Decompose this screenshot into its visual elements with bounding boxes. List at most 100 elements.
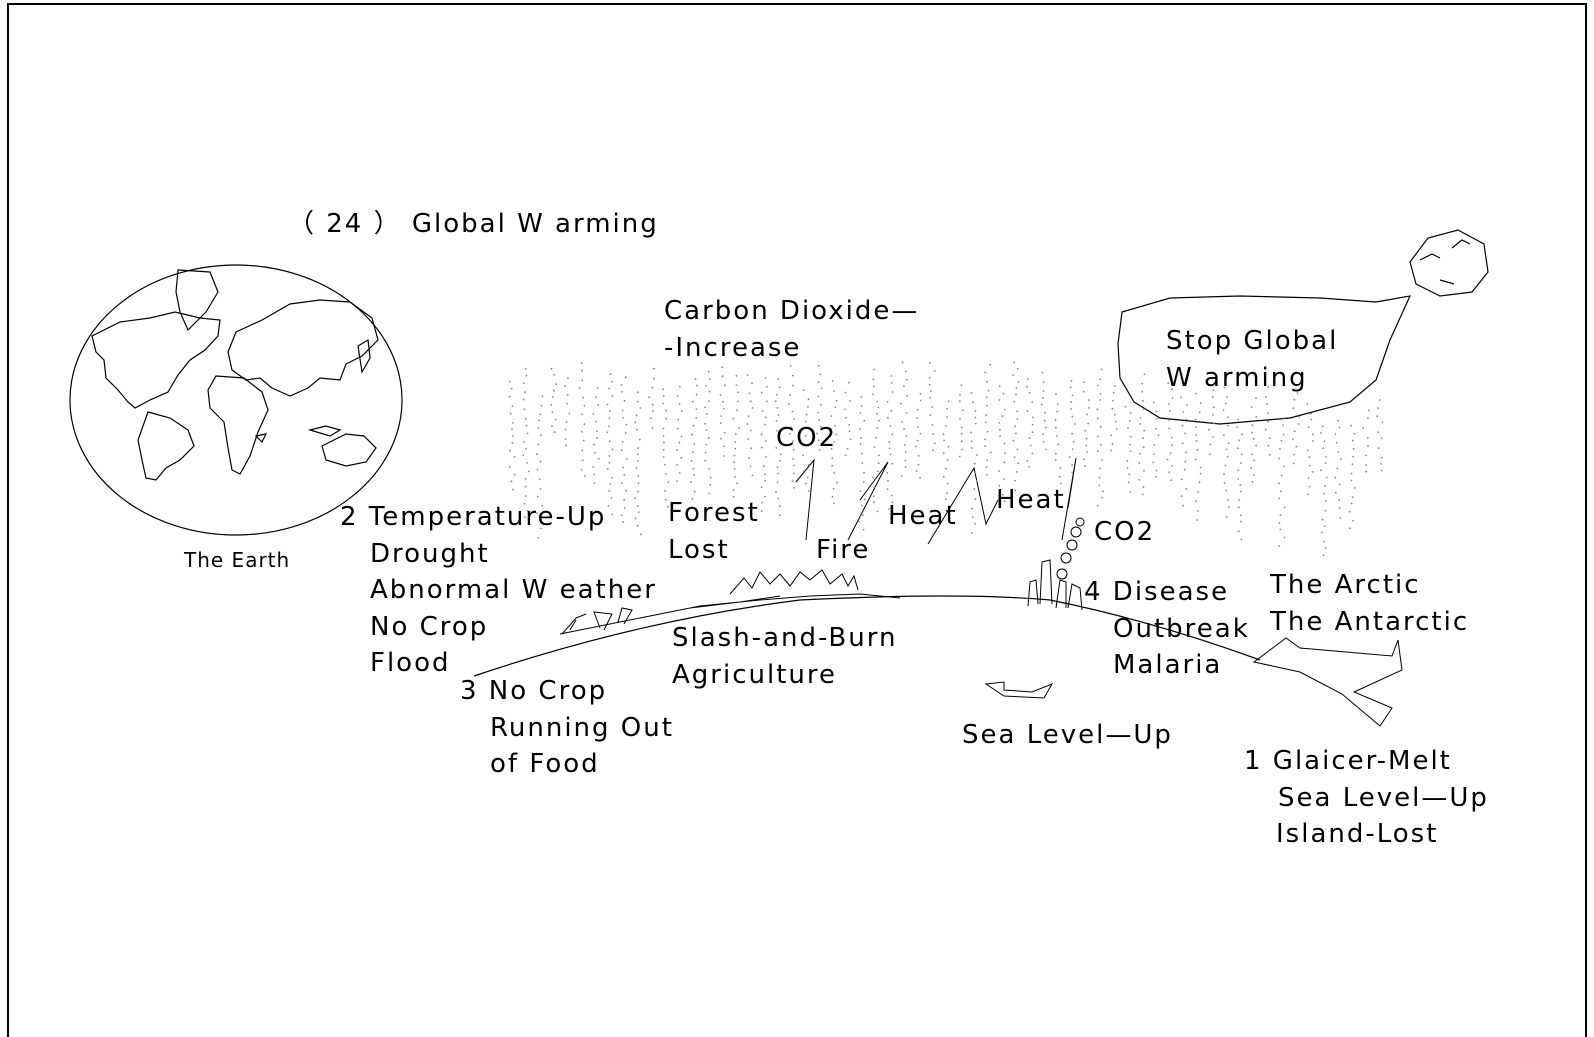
haze-dot bbox=[1352, 519, 1354, 522]
haze-dot bbox=[1012, 374, 1015, 376]
haze-dot bbox=[1240, 514, 1242, 517]
haze-dot bbox=[1129, 443, 1131, 446]
haze-dot bbox=[540, 434, 542, 437]
haze-dot bbox=[974, 522, 977, 525]
haze-dot bbox=[777, 497, 779, 500]
haze-dot bbox=[1139, 423, 1141, 425]
haze-dot bbox=[664, 473, 667, 475]
haze-dot bbox=[961, 448, 964, 451]
haze-dot bbox=[903, 444, 906, 446]
haze-dot bbox=[1032, 416, 1034, 419]
haze-dot bbox=[581, 459, 584, 462]
haze-dot bbox=[620, 390, 623, 393]
forest-lost-line: Forest bbox=[668, 498, 760, 528]
haze-dot bbox=[648, 396, 650, 399]
haze-dot bbox=[1099, 378, 1102, 381]
haze-dot bbox=[693, 474, 695, 476]
haze-dot bbox=[1292, 462, 1295, 465]
haze-dot bbox=[848, 381, 850, 384]
haze-dot bbox=[541, 505, 544, 507]
haze-dot bbox=[709, 378, 711, 381]
haze-dot bbox=[887, 479, 889, 482]
haze-dot bbox=[620, 384, 623, 386]
haze-dot bbox=[551, 425, 553, 427]
haze-dot bbox=[1003, 461, 1006, 464]
haze-dot bbox=[664, 498, 667, 501]
haze-dot bbox=[1352, 447, 1355, 450]
haze-dot bbox=[1129, 450, 1132, 453]
haze-dot bbox=[1016, 367, 1019, 370]
haze-dot bbox=[1098, 484, 1101, 487]
haze-dot bbox=[1298, 415, 1300, 418]
haze-dot bbox=[1101, 459, 1103, 461]
haze-dot bbox=[1142, 399, 1144, 402]
haze-dot bbox=[860, 396, 863, 398]
heat-label-2: Heat bbox=[996, 485, 1066, 515]
haze-dot bbox=[537, 537, 540, 539]
haze-dot bbox=[1100, 443, 1102, 446]
haze-dot bbox=[942, 433, 945, 435]
haze-dot bbox=[1155, 475, 1157, 478]
haze-dot bbox=[1127, 427, 1129, 430]
haze-dot bbox=[917, 426, 919, 428]
haze-dot bbox=[748, 456, 750, 459]
haze-dot bbox=[1308, 456, 1311, 459]
haze-dot bbox=[1002, 392, 1005, 395]
haze-dot bbox=[592, 466, 595, 468]
haze-dot bbox=[1240, 462, 1242, 464]
haze-dot bbox=[1227, 506, 1230, 509]
haze-dot bbox=[764, 495, 766, 498]
haze-dot bbox=[583, 404, 586, 407]
haze-dot bbox=[523, 502, 526, 505]
haze-dot bbox=[1031, 452, 1034, 455]
haze-dot bbox=[1197, 510, 1199, 512]
haze-dot bbox=[1351, 496, 1354, 498]
haze-dot bbox=[960, 384, 963, 386]
haze-dot bbox=[566, 393, 569, 396]
haze-dot bbox=[609, 373, 612, 376]
haze-dot bbox=[1044, 426, 1047, 429]
haze-dot bbox=[665, 417, 668, 420]
haze-dot bbox=[1170, 436, 1173, 439]
haze-dot bbox=[1184, 432, 1186, 435]
haze-dot bbox=[678, 441, 681, 444]
haze-dot bbox=[1195, 440, 1198, 442]
haze-dot bbox=[764, 456, 767, 458]
haze-dot bbox=[891, 433, 894, 436]
haze-dot bbox=[1353, 432, 1356, 435]
haze-dot bbox=[1156, 418, 1159, 420]
haze-dot bbox=[1180, 396, 1182, 399]
haze-dot bbox=[1099, 425, 1102, 428]
haze-dot bbox=[1056, 410, 1059, 413]
haze-dot bbox=[1003, 500, 1006, 503]
haze-dot bbox=[1142, 486, 1145, 488]
haze-dot bbox=[1183, 468, 1186, 471]
haze-dot bbox=[738, 426, 740, 429]
haze-dot bbox=[833, 441, 835, 443]
haze-dot bbox=[1054, 459, 1057, 462]
haze-dot bbox=[1138, 479, 1141, 481]
haze-dot bbox=[1223, 434, 1225, 437]
haze-dot bbox=[620, 514, 623, 517]
haze-dot bbox=[831, 495, 834, 498]
haze-dot bbox=[704, 384, 707, 387]
haze-dot bbox=[805, 413, 808, 416]
haze-dot bbox=[1074, 423, 1076, 425]
co2-top-label: CO2 bbox=[776, 423, 838, 453]
haze-dot bbox=[651, 409, 654, 412]
haze-dot bbox=[1251, 453, 1253, 456]
haze-dot bbox=[527, 470, 530, 473]
haze-dot bbox=[778, 386, 781, 389]
haze-dot bbox=[1185, 488, 1187, 490]
haze-dot bbox=[819, 425, 822, 428]
haze-dot bbox=[620, 449, 623, 452]
diagram-title: （ 24 ） Global W arming bbox=[288, 209, 659, 239]
haze-dot bbox=[1087, 422, 1090, 425]
haze-dot bbox=[1307, 477, 1310, 479]
haze-dot bbox=[624, 432, 627, 434]
haze-dot bbox=[1323, 540, 1326, 543]
haze-dot bbox=[766, 385, 768, 388]
haze-dot bbox=[1348, 527, 1351, 530]
haze-dot bbox=[1016, 418, 1019, 420]
speech-bubble-line: W arming bbox=[1166, 362, 1308, 393]
